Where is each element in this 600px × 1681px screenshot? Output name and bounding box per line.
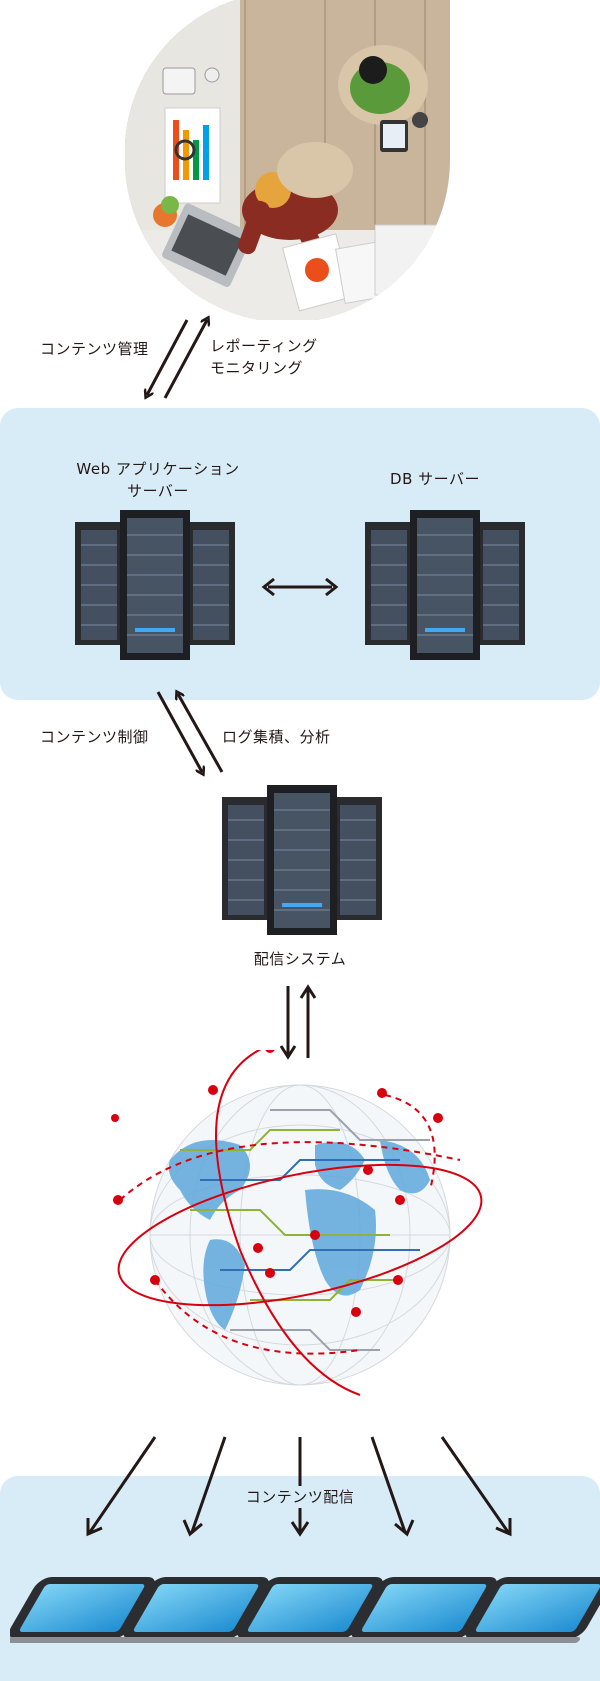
delivery-server-rack — [222, 785, 382, 935]
delivery-arrows — [279, 984, 317, 1060]
reporting-label: レポーティング — [210, 337, 318, 355]
web-server-title: Web アプリケーション サーバー — [48, 458, 268, 502]
top-arrows — [135, 310, 225, 405]
db-server-rack — [365, 510, 525, 660]
db-server-title: DB サーバー — [390, 470, 480, 488]
web-server-rack — [75, 510, 235, 660]
content-management-label: コンテンツ管理 — [40, 340, 149, 358]
distribution-arrows — [86, 1436, 512, 1537]
office-illustration — [125, 0, 450, 320]
delivery-system-label: 配信システム — [253, 950, 347, 968]
monitoring-label: モニタリング — [210, 359, 304, 377]
web-server-title-line2: サーバー — [127, 482, 189, 500]
content-delivery-label: コンテンツ配信 — [225, 1486, 375, 1508]
log-analysis-label: ログ集積、分析 — [222, 728, 331, 746]
server-link-arrow — [261, 577, 339, 597]
content-control-label: コンテンツ制御 — [40, 728, 149, 746]
globe-network — [100, 1050, 500, 1420]
middle-arrows — [156, 688, 224, 778]
smartphone-row — [10, 1565, 600, 1675]
web-server-title-line1: Web アプリケーション — [76, 460, 240, 478]
